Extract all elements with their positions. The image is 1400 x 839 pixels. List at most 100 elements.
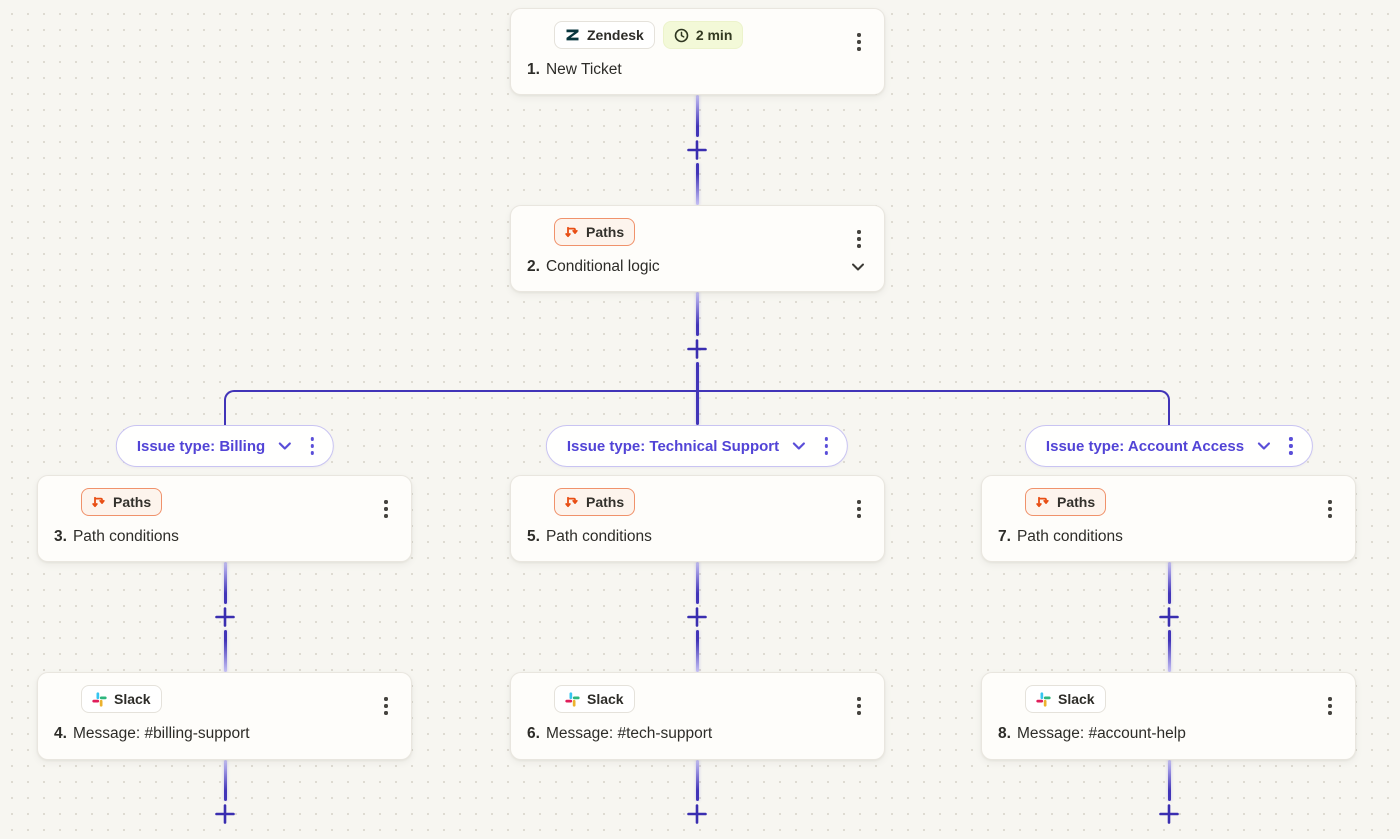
workflow-node-path-billing[interactable]: Paths 3. Path conditions	[37, 475, 412, 562]
add-step-button[interactable]	[212, 604, 238, 630]
chevron-down-icon[interactable]	[1256, 438, 1272, 454]
app-badge-label: Zendesk	[587, 27, 644, 43]
plus-icon	[1159, 607, 1179, 627]
duration-badge: 2 min	[662, 21, 744, 49]
add-step-button[interactable]	[684, 336, 710, 362]
connector-line	[1167, 562, 1171, 604]
slack-logo-icon	[92, 691, 107, 707]
step-title-text: Message: #account-help	[1016, 725, 1186, 742]
paths-split-arrow-icon	[565, 496, 578, 508]
step-title: 7. Path conditions	[998, 528, 1339, 546]
badge-row: Slack	[1025, 685, 1339, 713]
slack-app-badge: Slack	[81, 685, 162, 713]
badge-row: Paths	[1025, 488, 1339, 516]
kebab-menu-icon[interactable]	[1321, 496, 1339, 522]
add-step-button[interactable]	[684, 604, 710, 630]
workflow-node-slack-technical[interactable]: Slack 6. Message: #tech-support	[510, 672, 885, 760]
kebab-menu-icon[interactable]	[377, 693, 395, 719]
app-badge-label: Slack	[114, 691, 151, 707]
kebab-menu-icon[interactable]	[377, 496, 395, 522]
kebab-menu-icon[interactable]	[850, 693, 868, 719]
slack-logo-icon	[565, 691, 580, 707]
zendesk-logo-icon	[566, 29, 579, 41]
connector-line	[695, 362, 699, 425]
paths-split-arrow-icon	[1036, 496, 1049, 508]
connector-action-to-next	[682, 760, 712, 839]
kebab-menu-icon[interactable]	[850, 226, 868, 252]
chevron-down-icon[interactable]	[277, 438, 293, 454]
paths-type-badge: Paths	[554, 488, 636, 516]
workflow-node-slack-account[interactable]: Slack 8. Message: #account-help	[981, 672, 1356, 760]
step-number: 5.	[527, 528, 540, 545]
branch-pill-account-access[interactable]: Issue type: Account Access	[1024, 425, 1314, 467]
connector-path-to-action	[682, 562, 712, 672]
paths-type-badge: Paths	[81, 488, 163, 516]
badge-row: Paths	[81, 488, 395, 516]
step-number: 1.	[527, 61, 540, 78]
kebab-menu-icon[interactable]	[305, 433, 319, 459]
connector-action-to-next	[1154, 760, 1184, 839]
chevron-down-icon[interactable]	[791, 438, 807, 454]
paths-split-arrow-icon	[565, 226, 578, 238]
step-title-text: Conditional logic	[545, 258, 660, 275]
step-title: 1. New Ticket	[527, 61, 868, 79]
workflow-node-slack-billing[interactable]: Slack 4. Message: #billing-support	[37, 672, 412, 760]
step-title-text: Message: #billing-support	[72, 725, 250, 742]
connector-line	[223, 760, 227, 801]
collapse-chevron-down-icon[interactable]	[850, 259, 866, 275]
kebab-menu-icon[interactable]	[819, 433, 833, 459]
kebab-menu-icon[interactable]	[850, 29, 868, 55]
step-title: 6. Message: #tech-support	[527, 725, 868, 743]
connector-line	[695, 630, 699, 672]
connector-path-to-action	[1154, 562, 1184, 672]
step-title: 2. Conditional logic	[527, 258, 868, 276]
plus-icon	[687, 140, 707, 160]
plus-icon	[687, 804, 707, 824]
step-title-text: New Ticket	[545, 61, 622, 78]
connector-line	[695, 562, 699, 604]
add-step-button[interactable]	[1156, 801, 1182, 827]
paths-badge-label: Paths	[586, 494, 625, 510]
badge-row: Paths	[554, 488, 868, 516]
add-step-button[interactable]	[212, 801, 238, 827]
kebab-menu-icon[interactable]	[850, 496, 868, 522]
branch-pill-billing[interactable]: Issue type: Billing	[115, 425, 335, 467]
branch-label: Issue type: Technical Support	[566, 437, 780, 455]
step-number: 6.	[527, 725, 540, 742]
workflow-node-trigger[interactable]: Zendesk 2 min 1. New Ticket	[510, 8, 885, 95]
connector-line	[695, 292, 699, 336]
branch-label: Issue type: Billing	[136, 437, 266, 455]
step-title: 5. Path conditions	[527, 528, 868, 546]
connector-line	[223, 630, 227, 672]
step-number: 4.	[54, 725, 67, 742]
step-title: 8. Message: #account-help	[998, 725, 1339, 743]
connector-path-to-action	[210, 562, 240, 672]
add-step-button[interactable]	[684, 801, 710, 827]
paths-split-arrow-icon	[92, 496, 105, 508]
paths-badge-label: Paths	[1057, 494, 1096, 510]
step-number: 7.	[998, 528, 1011, 545]
duration-badge-label: 2 min	[695, 27, 733, 43]
step-number: 8.	[998, 725, 1011, 742]
connector-trigger-to-logic	[682, 95, 712, 205]
step-title-text: Path conditions	[545, 528, 652, 545]
branch-pill-technical-support[interactable]: Issue type: Technical Support	[545, 425, 849, 467]
paths-badge-label: Paths	[113, 494, 152, 510]
workflow-node-path-account[interactable]: Paths 7. Path conditions	[981, 475, 1356, 562]
step-number: 2.	[527, 258, 540, 275]
add-step-button[interactable]	[684, 137, 710, 163]
plus-icon	[1159, 804, 1179, 824]
connector-line	[1167, 630, 1171, 672]
workflow-node-logic[interactable]: Paths 2. Conditional logic	[510, 205, 885, 292]
paths-type-badge: Paths	[554, 218, 636, 246]
slack-logo-icon	[1036, 691, 1051, 707]
kebab-menu-icon[interactable]	[1321, 693, 1339, 719]
add-step-button[interactable]	[1156, 604, 1182, 630]
app-badge-label: Slack	[1058, 691, 1095, 707]
slack-app-badge: Slack	[1025, 685, 1106, 713]
kebab-menu-icon[interactable]	[1284, 433, 1298, 459]
badge-row: Zendesk 2 min	[554, 21, 868, 49]
workflow-node-path-technical[interactable]: Paths 5. Path conditions	[510, 475, 885, 562]
connector-logic-to-split	[682, 292, 712, 425]
